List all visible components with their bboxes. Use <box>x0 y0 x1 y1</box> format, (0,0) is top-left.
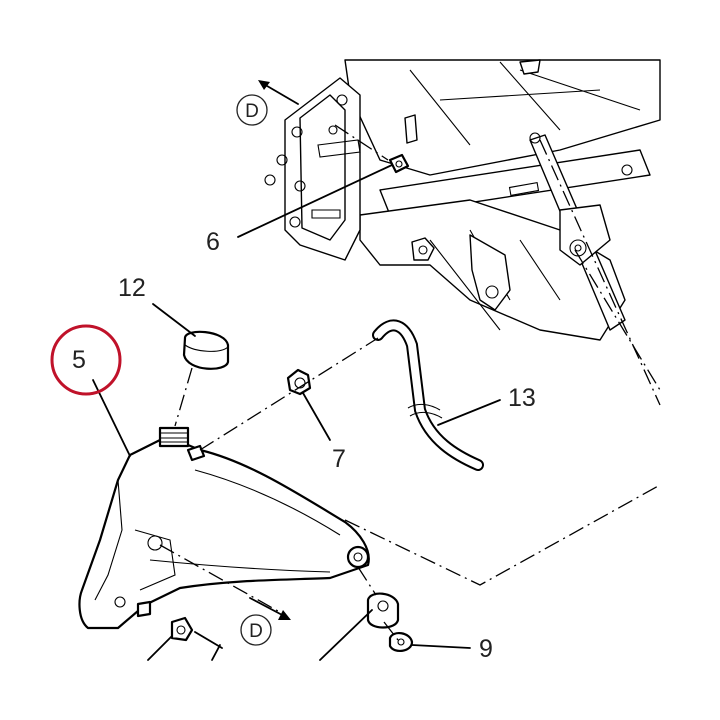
clip-part-7 <box>286 368 312 396</box>
hose-part-13 <box>372 319 484 471</box>
frame-assembly <box>344 59 661 341</box>
cap-part-12 <box>182 330 230 370</box>
callout-9: 9 <box>479 635 493 663</box>
bolt-part-6 <box>388 153 410 174</box>
reservoir-tank-part-5 <box>78 426 370 630</box>
callout-5: 5 <box>72 346 86 374</box>
callout-13: 13 <box>508 384 536 412</box>
callout-12: 12 <box>118 274 146 302</box>
highlight-circle <box>50 324 122 396</box>
grommet-part <box>170 616 194 642</box>
direction-mark-upper: D <box>236 94 268 126</box>
callout-6: 6 <box>206 228 220 256</box>
direction-mark-upper-label: D <box>245 101 259 122</box>
callout-7: 7 <box>332 445 346 473</box>
washer-part-9 <box>388 632 414 652</box>
direction-mark-lower-label: D <box>249 621 263 642</box>
mounting-bracket <box>264 77 418 261</box>
assembly-lines <box>159 124 661 641</box>
direction-mark-lower: D <box>240 614 272 646</box>
direction-arrow-upper <box>258 80 299 105</box>
direction-arrow-lower <box>249 597 291 620</box>
